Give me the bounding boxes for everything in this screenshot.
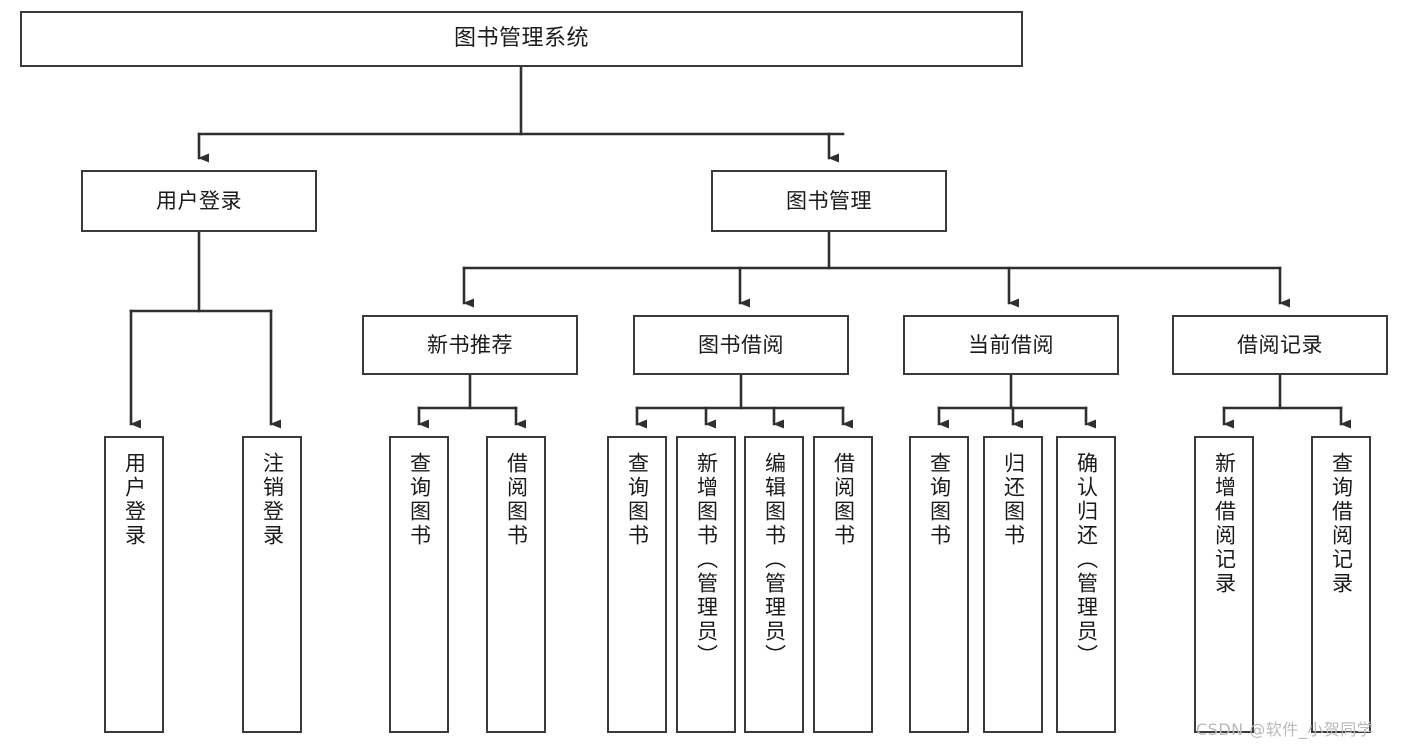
leaf-borrow-book-2-label: 借阅图书 — [831, 452, 856, 548]
leaf-borrow-book-1-label: 借阅图书 — [504, 452, 529, 548]
leaf-add-book[interactable]: 新增图书（管理员） — [676, 436, 736, 733]
leaf-return-book-label: 归还图书 — [1001, 452, 1026, 548]
leaf-query-book-3[interactable]: 查询图书 — [909, 436, 969, 733]
leaf-query-book-3-label: 查询图书 — [927, 452, 952, 548]
leaf-query-book-1[interactable]: 查询图书 — [389, 436, 449, 733]
node-new-book-recommend[interactable]: 新书推荐 — [362, 315, 578, 375]
leaf-return-book[interactable]: 归还图书 — [983, 436, 1043, 733]
csdn-watermark: CSDN @软件_小贺同学 — [1196, 720, 1374, 739]
leaf-confirm-return-label: 确认归还（管理员） — [1074, 452, 1099, 668]
leaf-add-record[interactable]: 新增借阅记录 — [1194, 436, 1254, 733]
leaf-edit-book-label: 编辑图书（管理员） — [762, 452, 787, 668]
node-user-login-label: 用户登录 — [156, 188, 242, 213]
node-book-manage-label: 图书管理 — [786, 188, 872, 213]
node-root-label: 图书管理系统 — [453, 26, 589, 52]
node-book-manage[interactable]: 图书管理 — [711, 170, 947, 232]
leaf-query-record[interactable]: 查询借阅记录 — [1311, 436, 1371, 733]
leaf-logout[interactable]: 注销登录 — [242, 436, 302, 733]
leaf-user-login[interactable]: 用户登录 — [104, 436, 164, 733]
leaf-query-book-2-label: 查询图书 — [625, 452, 650, 548]
node-book-borrow-label: 图书借阅 — [698, 332, 784, 357]
leaf-query-record-label: 查询借阅记录 — [1329, 452, 1354, 596]
node-borrow-record-label: 借阅记录 — [1237, 332, 1323, 357]
node-user-login[interactable]: 用户登录 — [81, 170, 317, 232]
leaf-add-record-label: 新增借阅记录 — [1212, 452, 1237, 596]
leaf-edit-book[interactable]: 编辑图书（管理员） — [744, 436, 804, 733]
node-current-borrow-label: 当前借阅 — [968, 332, 1054, 357]
leaf-query-book-2[interactable]: 查询图书 — [607, 436, 667, 733]
node-root[interactable]: 图书管理系统 — [20, 11, 1023, 67]
node-new-book-recommend-label: 新书推荐 — [427, 332, 513, 357]
node-book-borrow[interactable]: 图书借阅 — [633, 315, 849, 375]
leaf-confirm-return[interactable]: 确认归还（管理员） — [1056, 436, 1116, 733]
leaf-logout-label: 注销登录 — [260, 452, 285, 548]
leaf-borrow-book-2[interactable]: 借阅图书 — [813, 436, 873, 733]
leaf-borrow-book-1[interactable]: 借阅图书 — [486, 436, 546, 733]
leaf-query-book-1-label: 查询图书 — [407, 452, 432, 548]
leaf-add-book-label: 新增图书（管理员） — [694, 452, 719, 668]
node-borrow-record[interactable]: 借阅记录 — [1172, 315, 1388, 375]
node-current-borrow[interactable]: 当前借阅 — [903, 315, 1119, 375]
leaf-user-login-label: 用户登录 — [122, 452, 147, 548]
